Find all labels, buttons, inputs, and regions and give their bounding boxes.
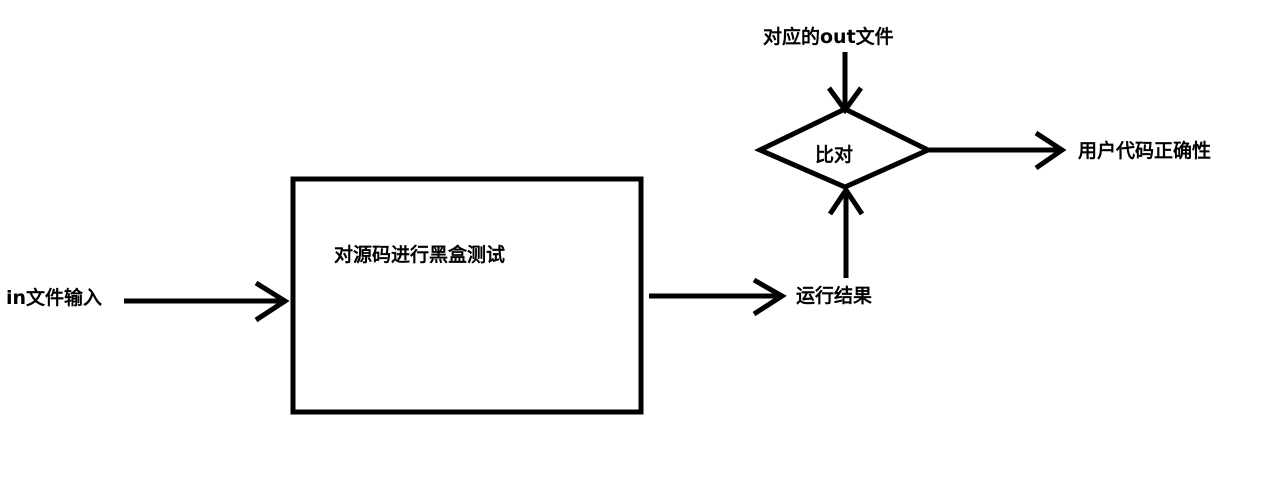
expected-out-file-label: 对应的out文件 <box>763 26 894 48</box>
input-file-label: in文件输入 <box>6 287 103 309</box>
compare-label: 比对 <box>815 144 854 166</box>
expected-to-compare-arrow <box>826 52 864 115</box>
result-to-compare-arrow <box>827 185 865 278</box>
input-to-box-arrow <box>124 280 290 323</box>
box-to-result-arrow <box>649 277 787 317</box>
compare-decision-diamond <box>754 106 934 190</box>
process-box-label: 对源码进行黑盒测试 <box>334 244 506 266</box>
run-result-label: 运行结果 <box>796 285 873 307</box>
black-box-test-process-box <box>290 176 644 415</box>
compare-to-correctness-arrow <box>929 130 1067 171</box>
code-correctness-label: 用户代码正确性 <box>1078 140 1212 162</box>
